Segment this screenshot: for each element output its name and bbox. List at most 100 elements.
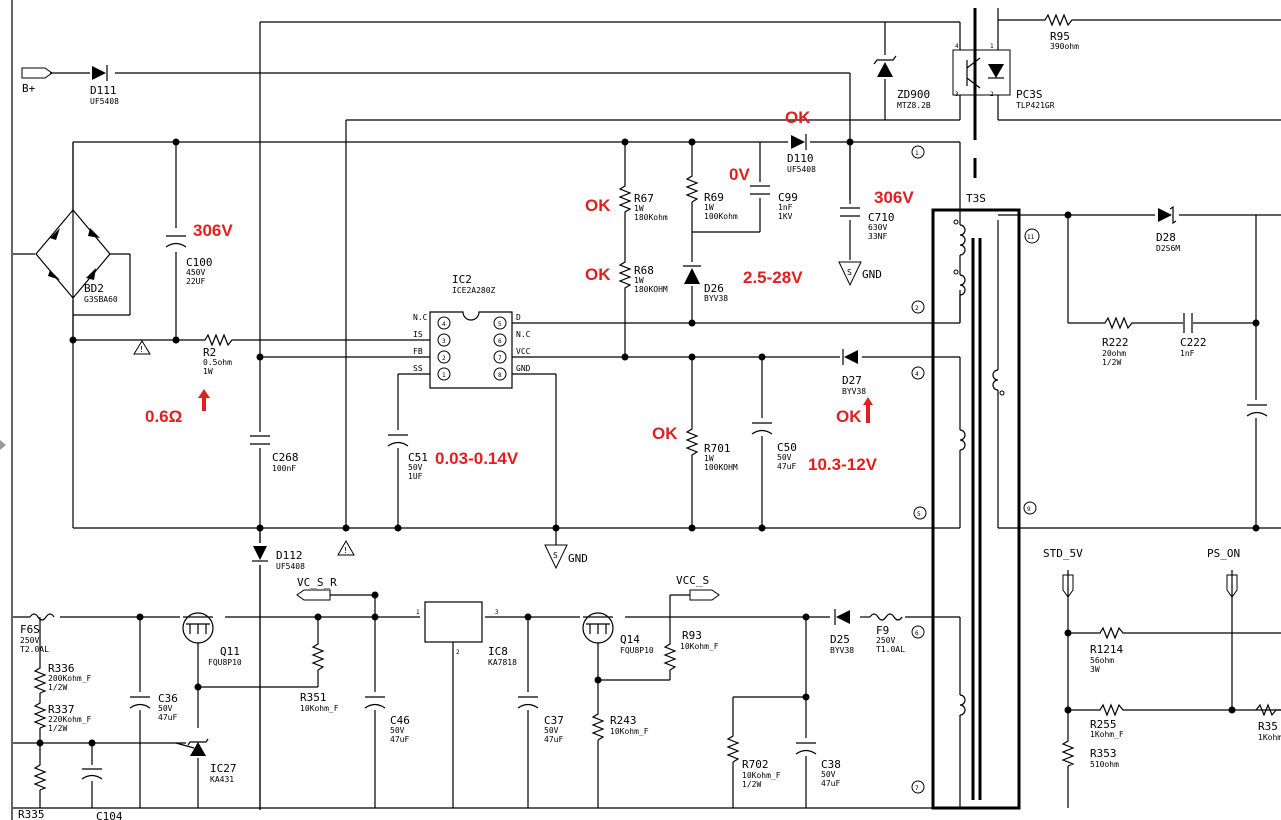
- r2-v1: 0.5ohm: [203, 358, 232, 367]
- svg-text:2: 2: [915, 305, 919, 312]
- annotation-zero-v: 0V: [729, 165, 750, 184]
- r337-v1: 220Kohm_F: [48, 715, 92, 724]
- ic-ic8: 1 3 2 IC8 KA7818: [416, 601, 517, 667]
- diode-d111: D111 UF5408: [90, 65, 119, 106]
- svg-text:5: 5: [917, 511, 921, 518]
- scroll-handle[interactable]: [0, 440, 6, 450]
- ic2-pin-gnd: GND: [516, 364, 531, 373]
- capacitor-c37: C37 50V 47uF: [516, 692, 564, 744]
- ic2-pin-nc2: N.C: [516, 330, 531, 339]
- r336-ref: R336: [48, 662, 75, 675]
- r243-ref: R243: [610, 714, 637, 727]
- resistor-r222: R222 20ohm 1/2W: [1100, 316, 1135, 367]
- capacitor-partial: [1245, 400, 1269, 418]
- c36-v2: 47uF: [158, 713, 177, 722]
- c710-v1: 630V: [868, 223, 887, 232]
- transistor-q14: Q14 FQU8P10: [582, 612, 654, 655]
- zd900-ref: ZD900: [897, 88, 930, 101]
- resistor-r93: R93 10Kohm_F: [663, 629, 719, 671]
- c100-v1: 450V: [186, 268, 205, 277]
- diode-d112: D112 UF5408: [250, 543, 305, 571]
- annotation-ok-r67: OK: [585, 196, 611, 215]
- c710-ref: C710: [868, 211, 895, 224]
- f9-v1: 250V: [876, 636, 895, 645]
- svg-text:7: 7: [915, 785, 919, 792]
- d110-value: UF5408: [787, 165, 816, 174]
- svg-text:2: 2: [990, 91, 994, 98]
- diode-d28: D28 D2S6M: [1155, 205, 1180, 253]
- vccs-connector: VCC_S: [676, 574, 720, 601]
- c100-v2: 22UF: [186, 277, 205, 286]
- f9-v2: T1.0AL: [876, 645, 905, 654]
- r243-value: 10Kohm_F: [610, 727, 649, 736]
- r222-v1: 20ohm: [1102, 349, 1126, 358]
- svg-text:5: 5: [498, 321, 502, 328]
- t3s-label: T3S: [966, 192, 986, 205]
- resistor-r2: R2 0.5ohm 1W: [200, 333, 238, 376]
- c50-ref: C50: [777, 441, 797, 454]
- capacitor-c222: C222 1nF: [1175, 313, 1207, 358]
- c51-v1: 50V: [408, 463, 423, 472]
- resistor-r701: R701 1W 100KOHM: [685, 425, 738, 472]
- d25-ref: D25: [830, 633, 850, 646]
- c46-v1: 50V: [390, 726, 405, 735]
- r69-ref: R69: [704, 191, 724, 204]
- d110-ref: D110: [787, 152, 814, 165]
- annotation-306v-c100: 306V: [193, 221, 233, 240]
- diode-d110: D110 UF5408: [787, 134, 816, 174]
- svg-text:4: 4: [955, 43, 959, 50]
- std5v-connector: STD_5V: [1043, 547, 1083, 598]
- bd2-ref: BD2: [84, 282, 104, 295]
- r2-ref: R2: [203, 346, 216, 359]
- c37-v1: 50V: [544, 726, 559, 735]
- c46-ref: C46: [390, 714, 410, 727]
- r1214-ref: R1214: [1090, 643, 1123, 656]
- ic27-ref: IC27: [210, 762, 237, 775]
- resistor-r95: R95 390ohm: [1040, 13, 1080, 51]
- resistor-r336: R336 200Kohm_F 1/2W: [33, 662, 92, 694]
- q11-value: FQU8P10: [208, 658, 242, 667]
- svg-text:3: 3: [442, 338, 446, 345]
- r67-v2: 180Kohm: [634, 213, 668, 222]
- transformer-t3s: T3S: [931, 8, 1021, 810]
- r35-value: 1Kohm: [1258, 733, 1281, 742]
- svg-text:7: 7: [498, 355, 502, 362]
- r222-ref: R222: [1102, 336, 1129, 349]
- r67-ref: R67: [634, 192, 654, 205]
- ic-ic2: 4 3 2 1 5 6 7 8 N.C IS FB SS D N.C VCC G…: [413, 273, 531, 389]
- r69-v1: 1W: [704, 203, 714, 212]
- f6s-ref: F6S: [20, 623, 40, 636]
- svg-text:1: 1: [915, 150, 919, 157]
- optocoupler-pc3s: 4 3 1 2 PC3S TLP421GR: [952, 43, 1055, 110]
- c710-v2: 33NF: [868, 232, 887, 241]
- capacitor-c104: C104: [80, 765, 123, 820]
- c38-v1: 50V: [821, 770, 836, 779]
- d26-value: BYV38: [704, 294, 728, 303]
- c100-ref: C100: [186, 256, 213, 269]
- c38-v2: 47uF: [821, 779, 840, 788]
- svg-text:!: !: [344, 546, 347, 555]
- r93-ref: R93: [682, 629, 702, 642]
- svg-text:4: 4: [915, 371, 919, 378]
- ic2-pin-ss: SS: [413, 364, 423, 373]
- d112-ref: D112: [276, 549, 303, 562]
- annotation-c50-range: 10.3-12V: [808, 455, 878, 474]
- svg-text:4: 4: [442, 321, 446, 328]
- d27-value: BYV38: [842, 387, 866, 396]
- capacitor-c50: C50 50V 47uF: [750, 418, 797, 471]
- r1214-v1: 56ohm: [1090, 656, 1114, 665]
- capacitor-c710: C710 630V 33NF: [838, 204, 895, 241]
- pson-connector: PS_ON: [1207, 547, 1240, 598]
- svg-text:3: 3: [955, 91, 959, 98]
- r35-ref: R35: [1258, 720, 1278, 733]
- annotation-ok-r701: OK: [652, 424, 678, 443]
- capacitor-c38: C38 50V 47uF: [794, 738, 841, 788]
- r701-ref: R701: [704, 442, 731, 455]
- ic2-ref: IC2: [452, 273, 472, 286]
- ground-icon: S GND: [838, 261, 882, 287]
- c50-v2: 47uF: [777, 462, 796, 471]
- r67-v1: 1W: [634, 204, 644, 213]
- resistor-r35: R35 1Kohm: [1255, 703, 1281, 742]
- pc3s-value: TLP421GR: [1016, 101, 1055, 110]
